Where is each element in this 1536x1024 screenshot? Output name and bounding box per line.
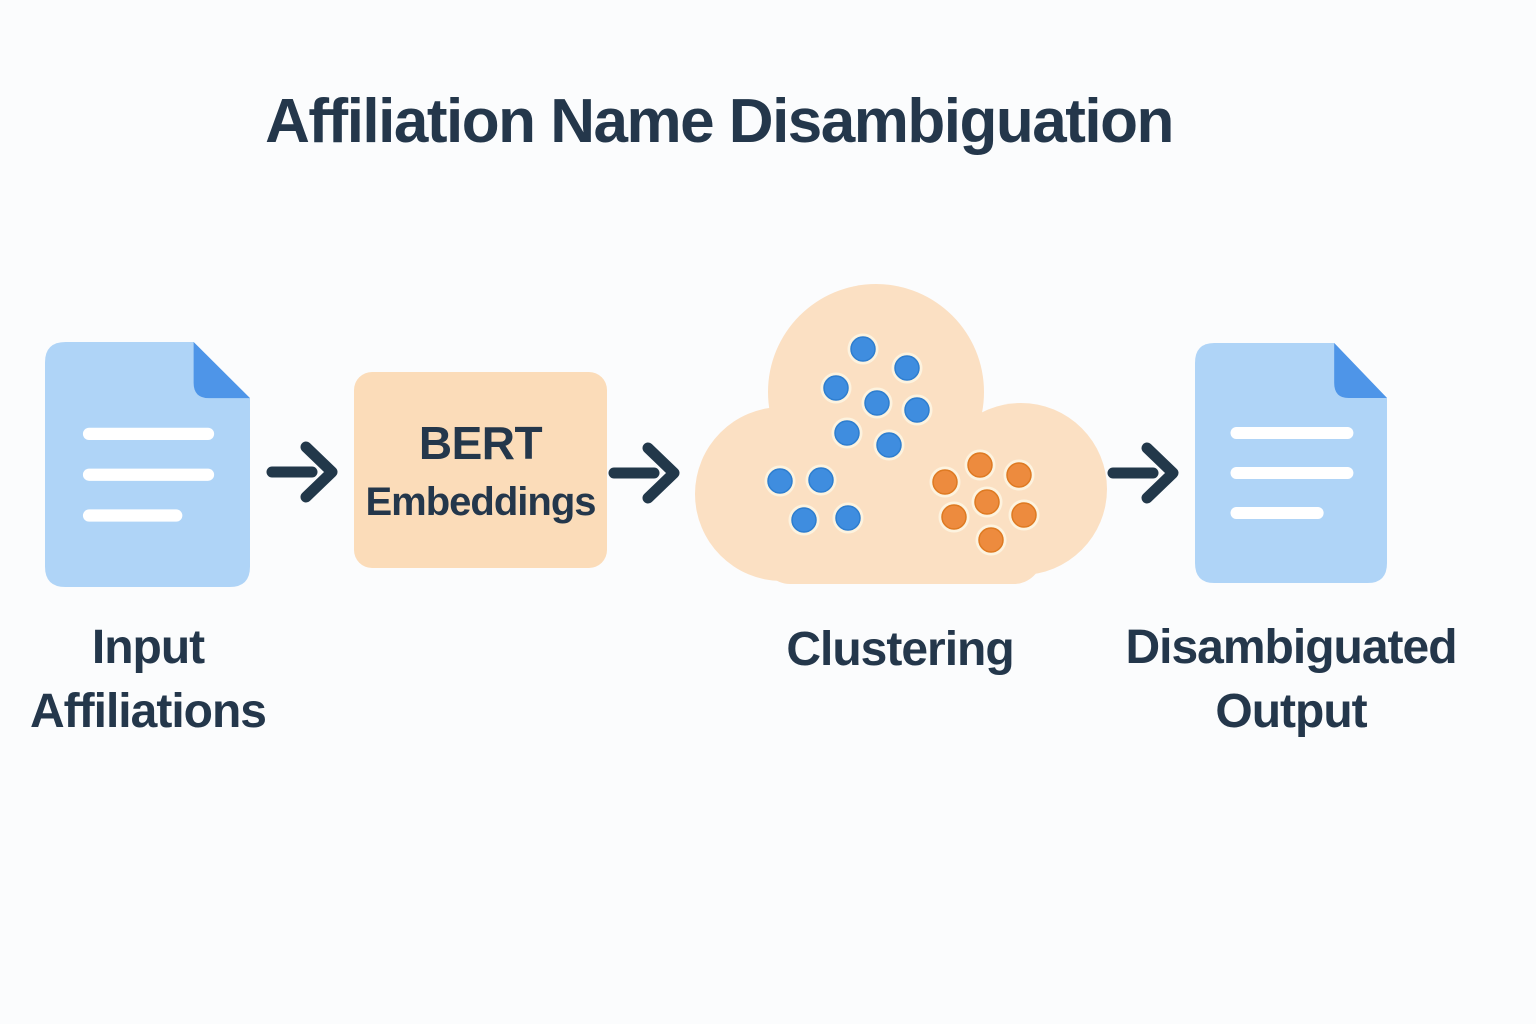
bert-node-title: BERT <box>418 416 543 469</box>
blue-cluster-top-dot <box>904 397 930 423</box>
orange-cluster-dot <box>941 504 967 530</box>
clustering-cloud <box>695 284 1107 584</box>
output-label-line2: Output <box>1215 685 1367 738</box>
document-text-line <box>82 427 215 440</box>
blue-cluster-top-dot <box>834 420 860 446</box>
blue-cluster-top-dot <box>894 355 920 381</box>
arrow-head <box>300 441 338 503</box>
output-node-label: Disambiguated Output <box>1111 616 1471 744</box>
flow-arrow-2 <box>608 442 680 504</box>
document-body <box>45 342 250 587</box>
blue-cluster-bottom-left-dot <box>791 507 817 533</box>
orange-cluster-dot <box>1011 502 1037 528</box>
input-document-icon <box>45 342 250 587</box>
document-fold <box>193 342 250 399</box>
orange-cluster-dot <box>978 527 1004 553</box>
document-text-line <box>82 509 183 522</box>
input-node-label: Input Affiliations <box>0 616 306 744</box>
orange-cluster-dot <box>967 452 993 478</box>
output-document-icon <box>1195 343 1387 583</box>
blue-cluster-bottom-left-dot <box>835 505 861 531</box>
blue-cluster-bottom-left-dot <box>767 468 793 494</box>
orange-cluster-dot <box>974 489 1000 515</box>
cluster-dots <box>764 333 1040 556</box>
document-text-line <box>82 468 215 481</box>
document-body <box>1195 343 1387 583</box>
flow-arrow-3 <box>1107 442 1179 504</box>
cloud-shape <box>695 284 1107 584</box>
blue-cluster-top-dot <box>823 375 849 401</box>
document-text-line <box>1230 507 1324 519</box>
orange-cluster-dot <box>932 469 958 495</box>
output-label-line1: Disambiguated <box>1125 621 1457 674</box>
input-label-line2: Affiliations <box>30 685 267 738</box>
orange-cluster-dot <box>1006 462 1032 488</box>
clustering-label-text: Clustering <box>786 623 1014 676</box>
document-text-line <box>1230 467 1354 479</box>
document-fold <box>1334 343 1387 398</box>
blue-cluster-top-dot <box>864 390 890 416</box>
document-text-line <box>1230 427 1354 439</box>
diagram-title: Affiliation Name Disambiguation <box>265 87 1174 156</box>
blue-cluster-top-dot <box>876 432 902 458</box>
arrow-head <box>642 442 680 504</box>
blue-cluster-top-dot <box>850 336 876 362</box>
bert-embeddings-node: BERT Embeddings <box>354 372 607 568</box>
clustering-node-label: Clustering <box>750 618 1050 682</box>
blue-cluster-bottom-left-dot <box>808 467 834 493</box>
arrow-head <box>1141 442 1179 504</box>
bert-node-subtitle: Embeddings <box>365 479 596 524</box>
input-label-line1: Input <box>91 621 205 674</box>
flow-arrow-1 <box>266 441 338 503</box>
